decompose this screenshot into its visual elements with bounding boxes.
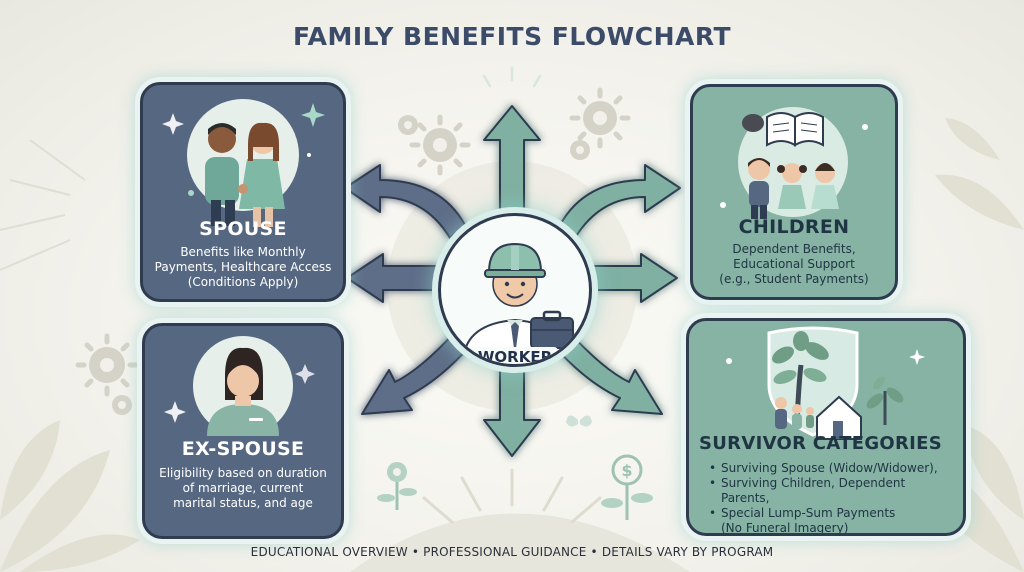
sunburst-left-icon [0, 139, 86, 271]
ex-spouse-description-line: marital status, and age [173, 496, 313, 510]
sprout-icon [866, 376, 904, 425]
flower-icon [377, 462, 417, 510]
children-card: CHILDREN Dependent Benefits, Educational… [690, 84, 898, 300]
gear-icon [89, 101, 617, 415]
arrow-right [585, 253, 678, 303]
family-home-icon [726, 326, 925, 440]
arrow-up [483, 105, 541, 219]
svg-text:$: $ [621, 461, 632, 480]
butterfly-icon [566, 415, 592, 427]
spouse-card: SPOUSE Benefits like Monthly Payments, H… [140, 82, 346, 302]
arrow-to-survivor [553, 331, 663, 415]
spouse-title: SPOUSE [199, 218, 287, 240]
worker-label: WORKER [441, 347, 589, 364]
worker-hub: WORKER [438, 213, 592, 367]
sparkle-icon [301, 103, 325, 127]
spouse-description-line: Benefits like Monthly [180, 245, 306, 259]
ex-spouse-card: EX-SPOUSE Eligibility based on duration … [142, 323, 344, 539]
children-family-icon [720, 107, 868, 219]
leaf-decoration-left-icon [0, 420, 140, 572]
arrow-to-ex-spouse [361, 331, 471, 415]
arrow-to-children [559, 164, 681, 239]
children-description-line: (e.g., Student Payments) [719, 272, 869, 286]
briefcase-icon [530, 310, 574, 349]
survivor-list: Surviving Spouse (Widow/Widower), Surviv… [707, 461, 953, 535]
ex-spouse-description-line: Eligibility based on duration [159, 466, 327, 480]
spouse-description: Benefits like Monthly Payments, Healthca… [143, 245, 343, 290]
spouse-description-line: (Conditions Apply) [187, 275, 299, 289]
sparkle-icon [295, 364, 315, 384]
list-item: Surviving Children, Dependent Parents, [707, 476, 953, 506]
ex-spouse-description-line: of marriage, current [182, 481, 304, 495]
children-description: Dependent Benefits, Educational Support … [693, 242, 895, 287]
arrow-down [483, 361, 541, 457]
book-icon [766, 112, 824, 147]
ex-spouse-title: EX-SPOUSE [181, 438, 305, 460]
arrow-to-spouse [344, 164, 466, 239]
survivor-title: SURVIVOR CATEGORIES [699, 433, 943, 454]
worker-label-text: WORKER [471, 347, 559, 364]
woman-icon [164, 336, 315, 436]
children-description-line: Educational Support [733, 257, 855, 271]
spouse-description-line: Payments, Healthcare Access [154, 260, 332, 274]
ex-spouse-description: Eligibility based on duration of marriag… [145, 466, 341, 511]
sparkle-icon [162, 113, 184, 135]
sparkle-icon [909, 349, 925, 365]
footer-note: EDUCATIONAL OVERVIEW • PROFESSIONAL GUID… [250, 545, 774, 559]
sparkle-icon [164, 401, 186, 423]
coin-plant-icon: $ [601, 454, 653, 520]
list-item: Surviving Spouse (Widow/Widower), [707, 461, 953, 476]
list-item: Special Lump-Sum Payments [707, 506, 953, 521]
survivor-card: SURVIVOR CATEGORIES Surviving Spouse (Wi… [686, 318, 966, 536]
survivor-note: (No Funeral Imagery) [721, 521, 849, 535]
page-title: FAMILY BENEFITS FLOWCHART [292, 22, 732, 51]
hard-hat-icon [484, 242, 546, 278]
children-description-line: Dependent Benefits, [732, 242, 856, 256]
children-title: CHILDREN [738, 216, 850, 238]
worker-icon [461, 242, 574, 364]
arrow-left [346, 253, 439, 303]
sun-rays-icon [422, 468, 602, 524]
couple-icon [162, 99, 325, 227]
